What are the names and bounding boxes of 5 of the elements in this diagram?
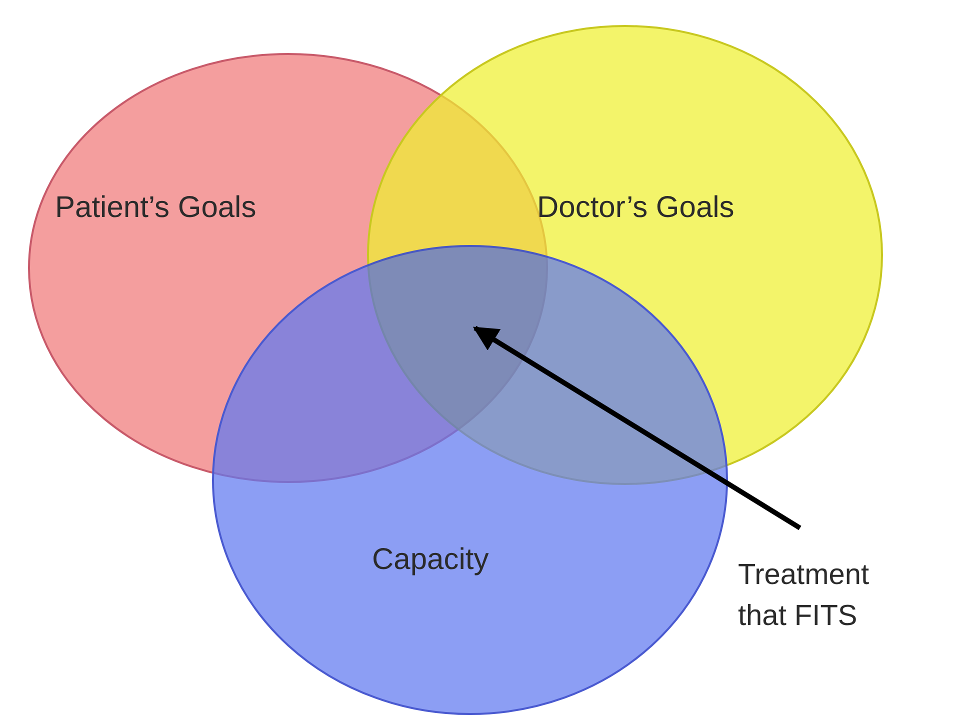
callout-text: Treatment that FITS: [738, 558, 870, 634]
circle-label: Capacity: [372, 542, 489, 578]
leader-arrow: [472, 326, 802, 530]
circle-label: Patient’s Goals: [55, 190, 256, 226]
circle-label: Doctor’s Goals: [537, 190, 734, 226]
